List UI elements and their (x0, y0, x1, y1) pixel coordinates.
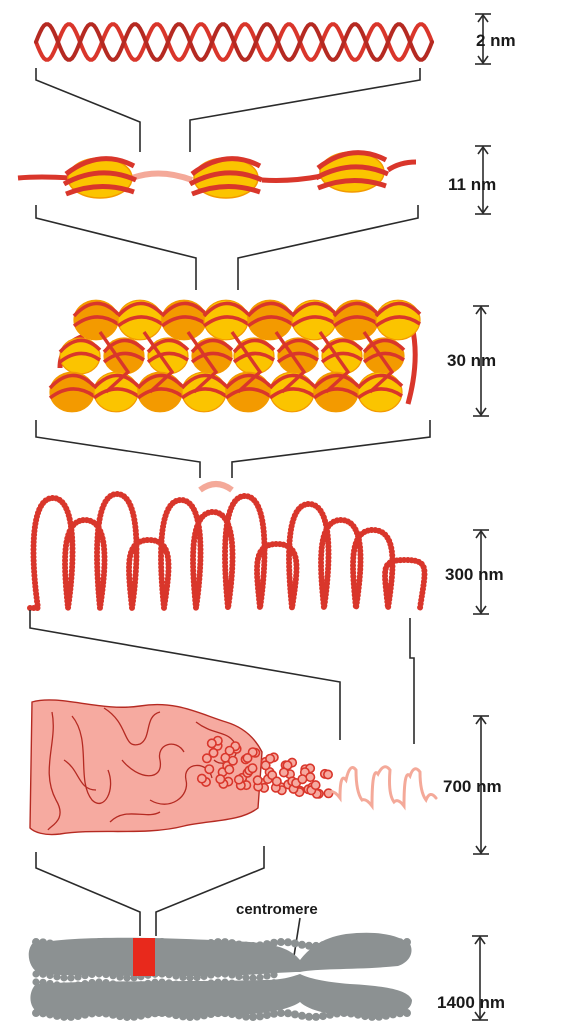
nucleosome-bead (74, 300, 118, 340)
zoom-lines-1 (36, 68, 420, 152)
chromatin-bead (311, 781, 319, 789)
nucleosome-bead (60, 338, 100, 374)
scale-label-2nm: 2 nm (476, 32, 516, 49)
chromatin-fuzz-bump (256, 974, 263, 981)
nucleosome-bead (376, 300, 420, 340)
chromatin-fuzz-bump (277, 938, 285, 946)
nucleosome-bead (314, 372, 358, 412)
chromatin-bead (273, 777, 281, 785)
chromatin-fuzz-bump (242, 974, 249, 981)
nucleosome-bead (162, 300, 206, 340)
nucleosome-fiber-11nm (18, 152, 416, 198)
chromatin-bead (235, 775, 243, 783)
chromatin-fuzz-bump (249, 1013, 257, 1021)
chromatin-fuzz-bump (298, 1012, 306, 1020)
chromatin-fuzz-bump (291, 1010, 299, 1018)
scale-label-700nm: 700 nm (443, 778, 502, 795)
chromatin-fuzz-bump (312, 1013, 320, 1021)
looped-domains-300nm (30, 484, 425, 608)
nucleosome-bead (118, 300, 162, 340)
highlighted-region (133, 938, 155, 976)
centromere-label: centromere (236, 902, 318, 917)
nucleosome-bead (226, 372, 270, 412)
metaphase-chromosome (29, 933, 412, 1021)
chromatin-bead (225, 765, 233, 773)
chromatin-fuzz-bump (298, 941, 306, 949)
chromatin-fuzz-bump (67, 974, 74, 981)
chromatin-loops (30, 494, 425, 608)
condensed-chromatin-700nm (30, 700, 436, 835)
centromere-pointer (294, 918, 300, 956)
chromatin-fuzz-bump (60, 974, 67, 981)
thin-chromatin-coil (330, 767, 436, 806)
scale-bars (472, 14, 491, 1020)
nucleosome-bead (94, 372, 138, 412)
linker-dna-right (388, 162, 416, 170)
chromatin-bead (216, 775, 224, 783)
chromatin-fuzz-bump (284, 938, 292, 946)
chromatin-bead (324, 770, 332, 778)
scale-label-30nm: 30 nm (447, 352, 496, 369)
linker-dna-left (18, 177, 70, 178)
chromatin-fuzz-bump (284, 1009, 292, 1017)
chromatin-bead (298, 775, 306, 783)
linker-dna-pink (132, 173, 192, 180)
chromatin-bead (306, 773, 314, 781)
nucleosome-bead (358, 372, 402, 412)
nucleosome-bead (204, 300, 248, 340)
chromatin-bead (261, 761, 269, 769)
nucleosome-bead (248, 300, 292, 340)
nucleosome-bead (50, 372, 94, 412)
chromatin-fuzz-bump (256, 1012, 264, 1020)
chromatin-bead (208, 739, 216, 747)
chromatin-fuzz-bump (319, 1012, 327, 1020)
scale-label-300nm: 300 nm (445, 566, 504, 583)
chromatin-bead (198, 774, 206, 782)
nucleosome-bead (316, 152, 388, 192)
chromatin-bead (280, 768, 288, 776)
chromatid-bottom (30, 974, 412, 1016)
scale-label-11nm: 11 nm (448, 176, 496, 193)
chromatin-fuzz-bump (291, 939, 299, 947)
nucleosome-bead (190, 158, 262, 198)
chromatin-bead (225, 747, 233, 755)
nucleosome-bead (138, 372, 182, 412)
linker-dna-2 (262, 176, 322, 181)
chromatin-bead (254, 776, 262, 784)
solenoid-fiber-30nm (50, 300, 420, 412)
chromatin-bead (243, 754, 251, 762)
nucleosome-bead (334, 300, 378, 340)
chromatin-fuzz-bump (305, 1013, 313, 1021)
zoom-lines-3 (36, 420, 430, 478)
dna-double-helix (36, 24, 432, 60)
chromatin-bead (205, 765, 213, 773)
chromatin-bead (229, 757, 237, 765)
zoom-lines-2 (36, 205, 418, 290)
chromatin-bead (209, 749, 217, 757)
nucleosome-bead (292, 300, 336, 340)
nucleosome-bead (64, 158, 136, 198)
loop-highlight-pink (200, 484, 232, 490)
nucleosome-bead (182, 372, 226, 412)
scale-label-1400nm: 1400 nm (437, 994, 505, 1011)
nucleosome-bead (270, 372, 314, 412)
chromatin-bead (248, 764, 256, 772)
